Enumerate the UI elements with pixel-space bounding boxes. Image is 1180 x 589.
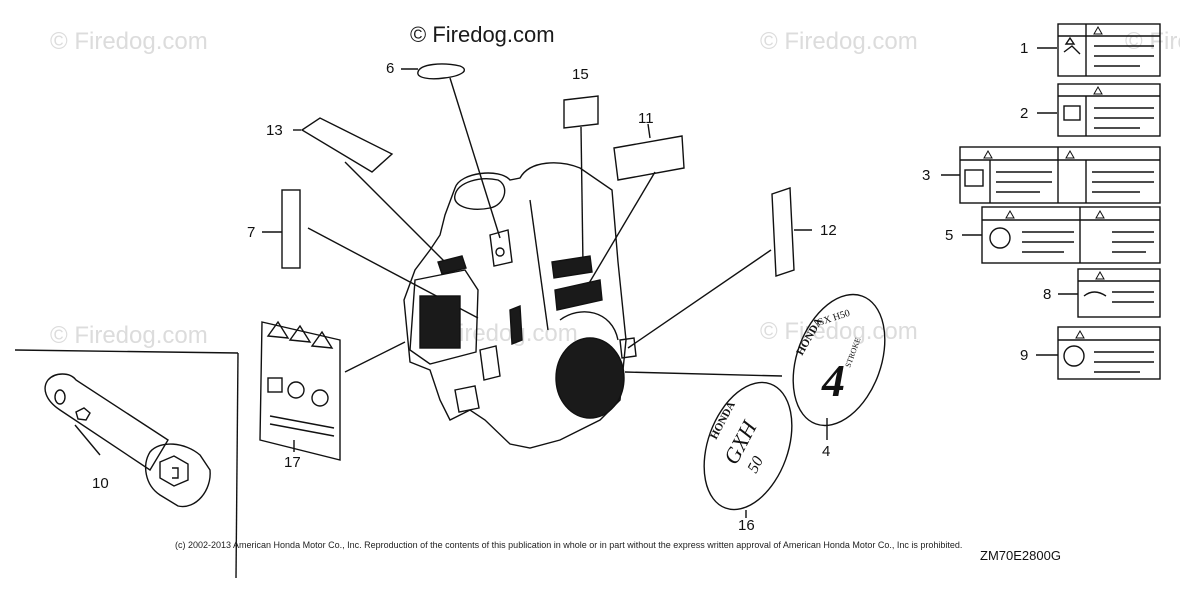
callout-4: 4	[822, 443, 831, 460]
callout-2: 2	[1020, 105, 1029, 122]
emblem-text-3: 4	[821, 355, 845, 406]
watermark: © Firedog.com	[50, 322, 208, 349]
callout-16: 16	[738, 517, 755, 534]
engine-drawing	[403, 162, 637, 449]
emblem-text-4: STROKE	[843, 336, 862, 368]
callout-9: 9	[1020, 347, 1029, 364]
callout-13: 13	[266, 122, 283, 139]
callout-12: 12	[820, 222, 837, 239]
callout-10: 10	[92, 475, 109, 492]
callout-5: 5	[945, 227, 954, 244]
watermark: © Firedog.com	[50, 28, 208, 55]
callout-17: 17	[284, 454, 301, 471]
callout-8: 8	[1043, 286, 1052, 303]
emblem-text-2: HONDA	[794, 316, 825, 358]
watermark-top: © Firedog.com	[410, 22, 555, 47]
box-wrench-drawing	[14, 349, 239, 579]
emblem-text-7: 50	[745, 454, 768, 476]
callout-11: 11	[638, 110, 654, 127]
callout-1: 1	[1020, 40, 1029, 57]
emblem-4-drawing	[624, 293, 886, 440]
watermark: © Firedog.com	[1125, 28, 1180, 55]
callout-6: 6	[386, 60, 395, 77]
diagram-code: ZM70E2800G	[980, 548, 1061, 563]
emblem-16-drawing	[703, 381, 793, 518]
watermark: © Firedog.com	[760, 28, 918, 55]
copyright-notice: (c) 2002-2013 American Honda Motor Co., …	[175, 540, 963, 550]
callout-7: 7	[247, 224, 256, 241]
watermark: © Firedog.com	[760, 318, 918, 345]
callout-3: 3	[922, 167, 931, 184]
callout-15: 15	[572, 66, 589, 83]
